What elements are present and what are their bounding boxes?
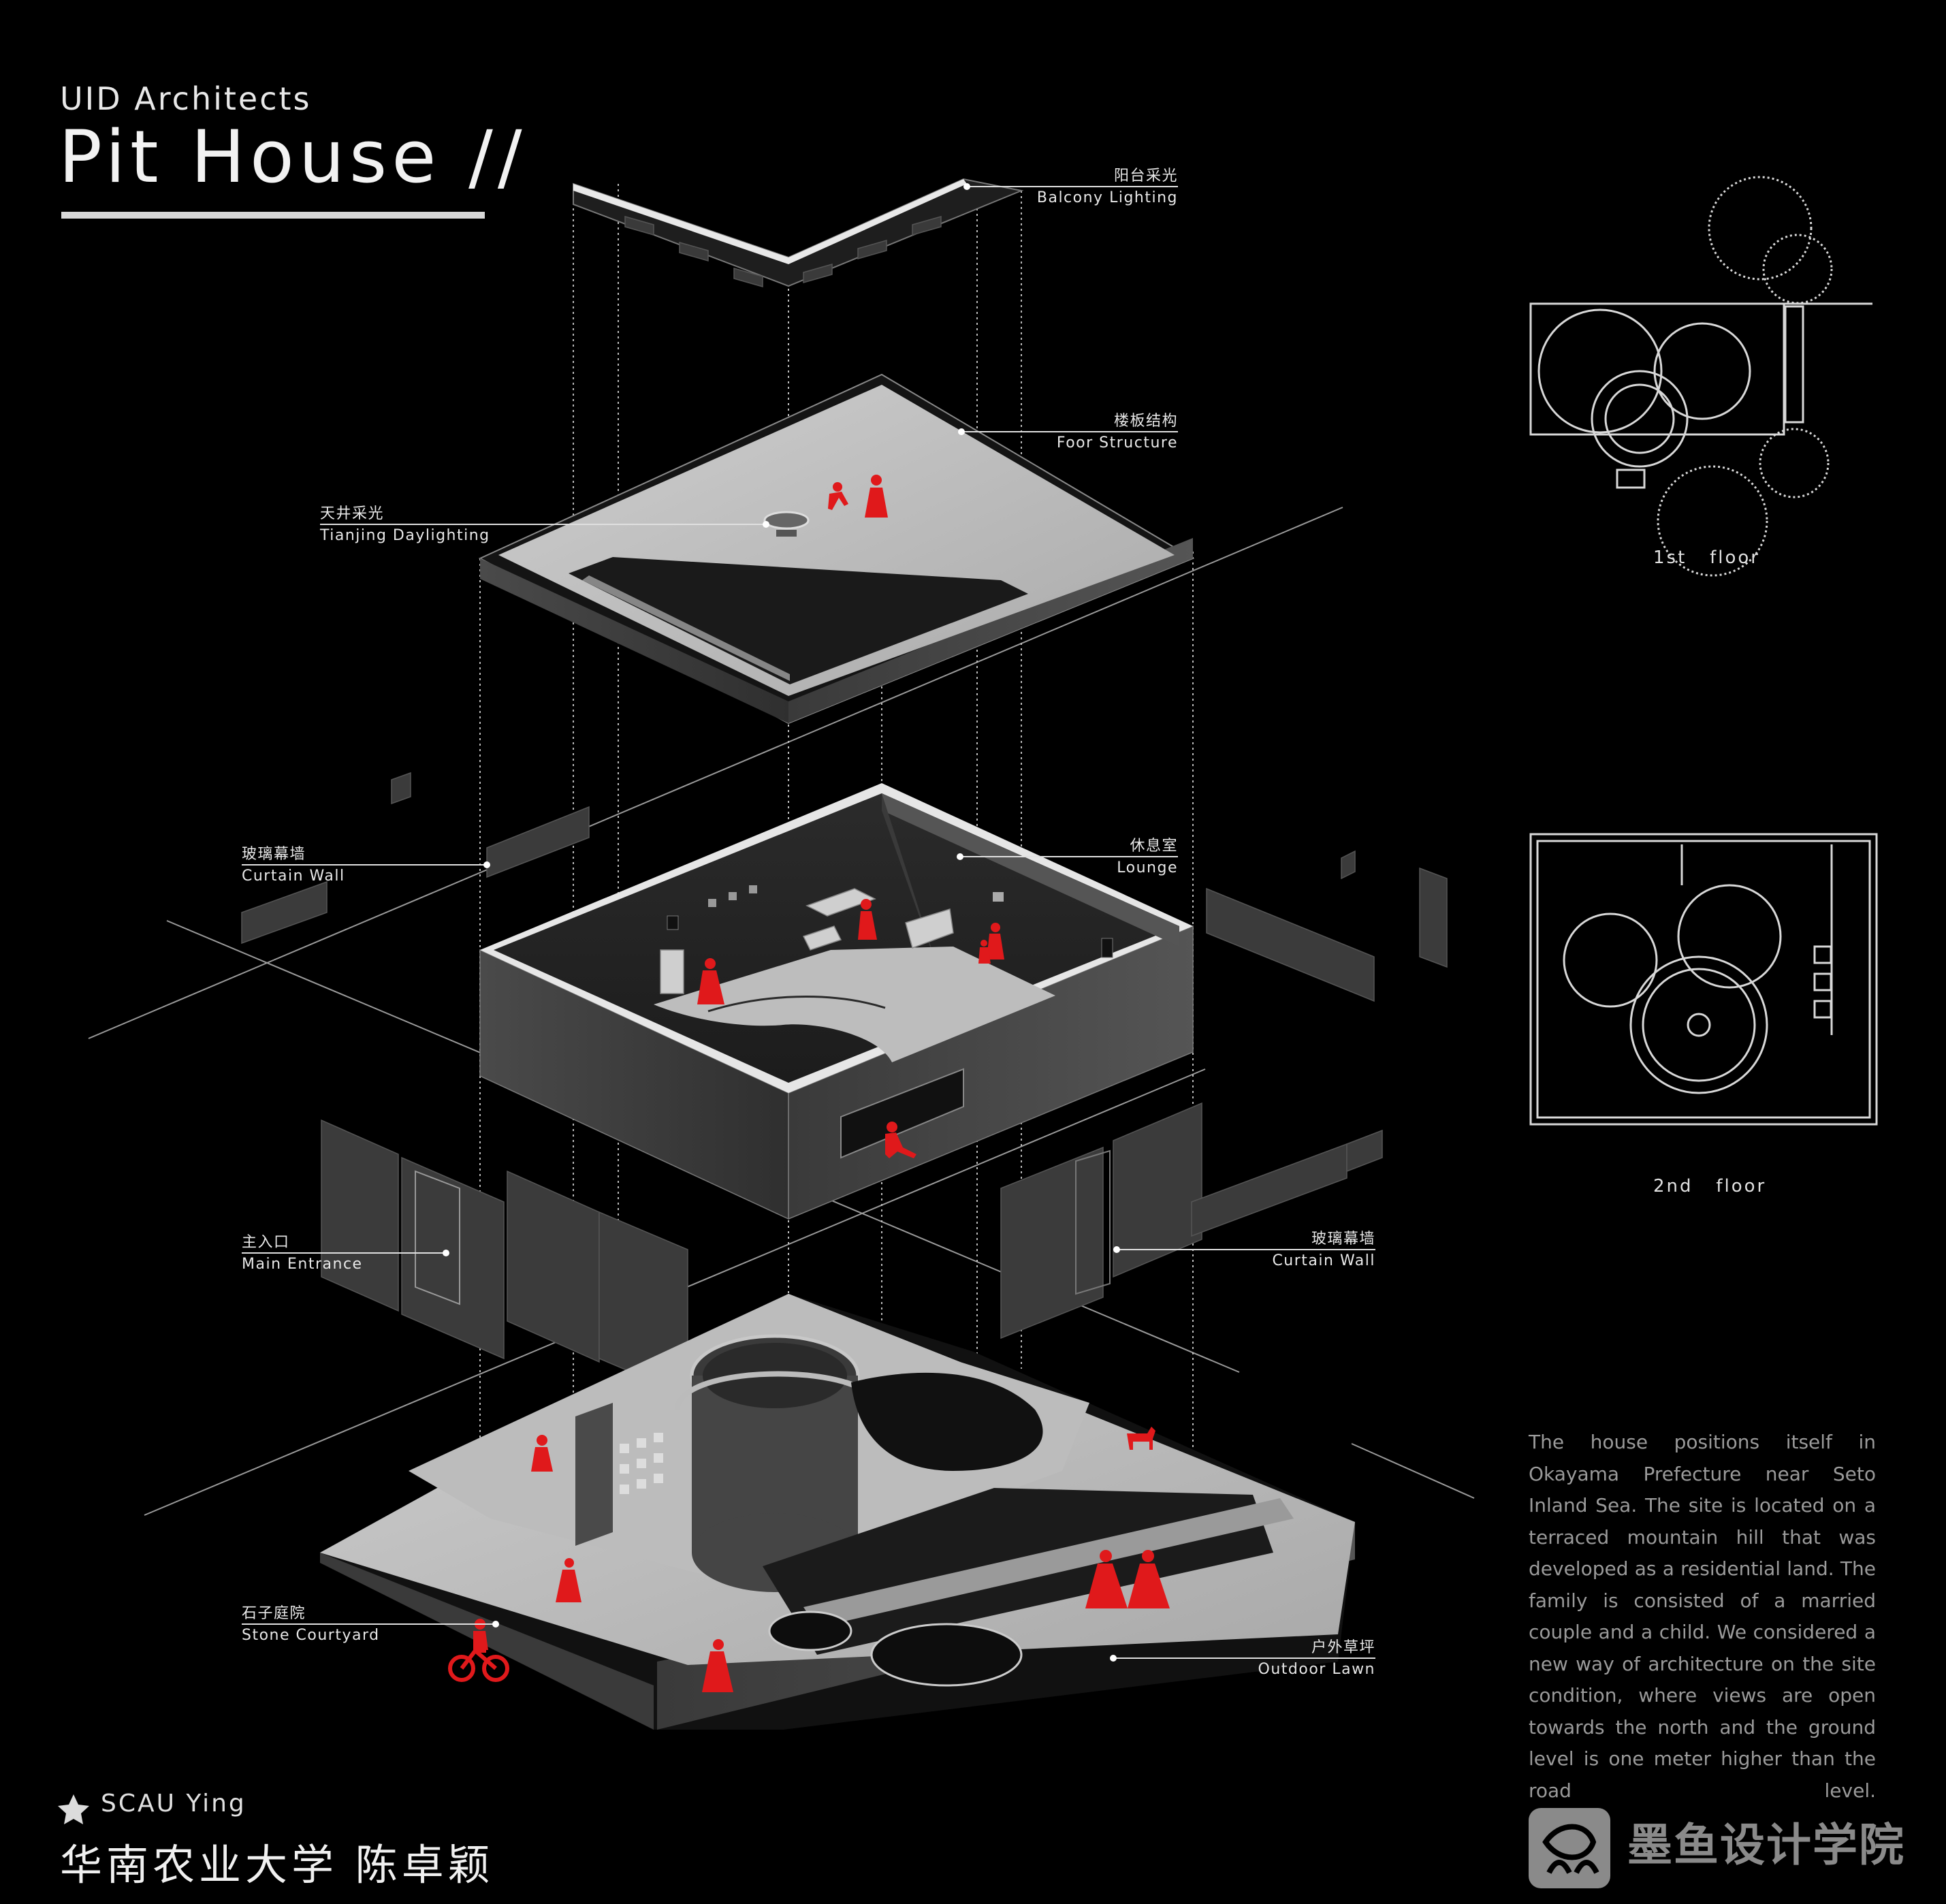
- label-outdoor-lawn-en: Outdoor Lawn: [1258, 1660, 1375, 1678]
- label-main-entrance-en: Main Entrance: [242, 1255, 363, 1273]
- label-floor-structure: 楼板结构 Foor Structure: [974, 411, 1178, 454]
- title-underline: [61, 212, 485, 219]
- label-main-entrance: 主入口 Main Entrance: [242, 1232, 446, 1275]
- label-floor-structure-cn: 楼板结构: [1113, 413, 1178, 430]
- label-balcony-en: Balcony Lighting: [1036, 189, 1178, 206]
- label-lounge: 休息室 Lounge: [974, 836, 1178, 879]
- label-curtain-wall-right: 玻璃幕墙 Curtain Wall: [1171, 1228, 1375, 1272]
- floor-structure-slab: [478, 373, 1195, 725]
- label-curtain-wall-left-en: Curtain Wall: [242, 867, 345, 885]
- author-english: SCAU Ying: [101, 1790, 246, 1818]
- first-floor-plan: [1529, 176, 1872, 577]
- label-balcony-lighting: 阳台采光 Balcony Lighting: [974, 165, 1178, 209]
- label-lounge-cn: 休息室: [1130, 838, 1178, 855]
- ground-floor-volume: [320, 1294, 1355, 1730]
- project-description: The house positions itself in Okayama Pr…: [1529, 1431, 1876, 1802]
- curtain-wall-panels: [241, 772, 1448, 1397]
- brand-logo-icon: [1529, 1808, 1610, 1888]
- label-tianjing-daylighting: 天井采光 Tianjing Daylighting: [320, 503, 524, 547]
- author-chinese: 华南农业大学 陈卓颖: [60, 1840, 494, 1890]
- label-main-entrance-cn: 主入口: [242, 1234, 290, 1251]
- label-curtain-wall-right-en: Curtain Wall: [1272, 1252, 1375, 1269]
- subtitle: UID Architects: [60, 80, 312, 117]
- label-curtain-wall-right-cn: 玻璃幕墙: [1311, 1231, 1375, 1248]
- page-title: Pit House //: [59, 115, 527, 199]
- people-figures: [828, 475, 888, 518]
- first-floor-caption: 1st floor: [1653, 548, 1760, 568]
- brand-name: 墨鱼设计学院: [1627, 1819, 1905, 1871]
- leader-lines: [242, 186, 1375, 1659]
- star-icon: [58, 1794, 89, 1824]
- second-floor-caption: 2nd floor: [1653, 1176, 1767, 1196]
- label-balcony-cn: 阳台采光: [1113, 168, 1178, 185]
- label-floor-structure-en: Foor Structure: [1056, 434, 1178, 451]
- balcony-roof: [573, 178, 1024, 287]
- second-floor-plan: [1529, 833, 1878, 1126]
- label-curtain-wall-left: 玻璃幕墙 Curtain Wall: [242, 844, 446, 887]
- label-curtain-wall-left-cn: 玻璃幕墙: [242, 846, 306, 863]
- bicycle-icon: [448, 1647, 509, 1682]
- label-outdoor-lawn: 户外草坪 Outdoor Lawn: [1171, 1637, 1375, 1681]
- label-stone-courtyard-cn: 石子庭院: [242, 1605, 306, 1622]
- second-floor-volume: [479, 783, 1194, 1220]
- leader-dots: [443, 183, 1120, 1662]
- label-stone-courtyard: 石子庭院 Stone Courtyard: [242, 1603, 446, 1647]
- label-tianjing-en: Tianjing Daylighting: [320, 526, 490, 544]
- label-outdoor-lawn-cn: 户外草坪: [1311, 1639, 1375, 1656]
- label-lounge-en: Lounge: [1117, 859, 1178, 876]
- label-stone-courtyard-en: Stone Courtyard: [242, 1626, 380, 1644]
- label-tianjing-cn: 天井采光: [320, 505, 385, 522]
